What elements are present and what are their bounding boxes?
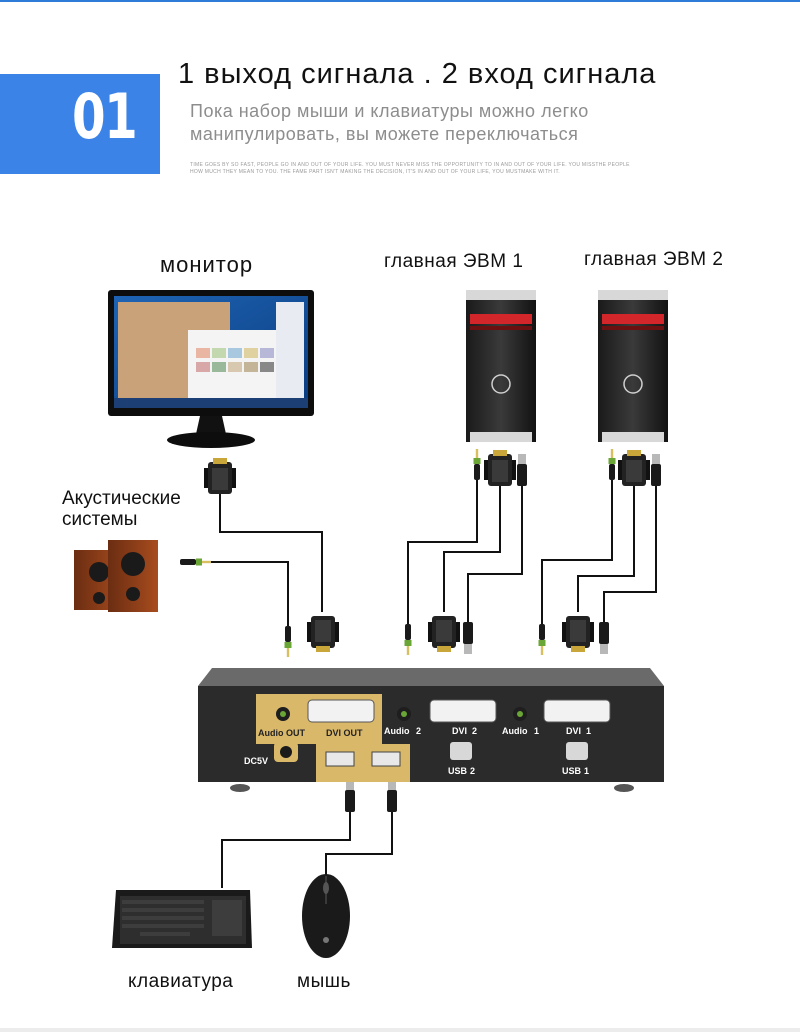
dvi-plug-icon: [618, 450, 650, 486]
usb-plug-icon: [651, 454, 661, 486]
host1-label: главная ЭВМ 1: [384, 251, 524, 272]
pc-tower-icon: [598, 290, 668, 442]
usb-plug-icon: [517, 454, 527, 486]
port-label-usb-1-num: 1: [584, 766, 589, 776]
port-label-power: DC5V: [244, 756, 268, 766]
keyboard-label: клавиатура: [128, 971, 234, 992]
bottom-rule: [0, 1028, 800, 1032]
subtitle-line-1: Пока набор мыши и клавиатуры можно легко: [190, 101, 589, 121]
audio-plug-icon: [404, 624, 412, 655]
fine-print: TIME GOES BY SO FAST, PEOPLE GO IN AND O…: [190, 162, 630, 175]
keyboard-icon: [112, 890, 252, 948]
usb-plug-icon: [599, 622, 609, 654]
host2-label: главная ЭВМ 2: [584, 249, 724, 270]
mouse-icon: [302, 874, 350, 958]
page-subtitle: Пока набор мыши и клавиатуры можно легко…: [190, 100, 710, 146]
usb-plug-icon: [463, 622, 473, 654]
kvm-switch: Audio OUT DVI OUT Audio 2 DVI 2 USB 2 Au…: [198, 668, 664, 792]
port-label-audio-1: Audio: [502, 726, 528, 736]
pc-tower-icon: [466, 290, 536, 442]
port-label-dvi-1: DVI: [566, 726, 581, 736]
audio-plug-icon: [180, 558, 211, 566]
port-label-dvi-1-num: 1: [586, 726, 591, 736]
dvi-plug-icon: [484, 450, 516, 486]
monitor-icon: [108, 290, 314, 448]
mouse-label: мышь: [297, 971, 351, 992]
audio-plug-icon: [473, 449, 481, 480]
port-label-audio-2-num: 2: [416, 726, 421, 736]
port-label-dvi-2-num: 2: [472, 726, 477, 736]
top-rule: [0, 0, 800, 2]
port-label-audio-out: Audio OUT: [258, 728, 305, 738]
usb-plug-icon: [345, 780, 355, 812]
page-title: 1 выход сигнала . 2 вход сигнала: [178, 58, 657, 90]
port-label-usb-2-num: 2: [470, 766, 475, 776]
dvi-plug-icon: [307, 616, 339, 652]
audio-plug-icon: [538, 624, 546, 655]
audio-plug-icon: [284, 626, 292, 657]
audio-plug-icon: [608, 449, 616, 480]
section-number: 01: [72, 80, 138, 153]
section-badge: [0, 74, 160, 174]
cables: [192, 470, 657, 888]
port-label-dvi-2: DVI: [452, 726, 467, 736]
port-label-usb-1: USB: [562, 766, 582, 776]
speakers-label: Акустические системы: [62, 488, 181, 530]
port-label-audio-1-num: 1: [534, 726, 539, 736]
subtitle-line-2: манипулировать, вы можете переключаться: [190, 124, 579, 144]
monitor-label: монитор: [160, 252, 254, 277]
dvi-plug-icon: [428, 616, 460, 652]
port-label-usb-2: USB: [448, 766, 468, 776]
port-label-audio-2: Audio: [384, 726, 410, 736]
usb-plug-icon: [387, 780, 397, 812]
speakers-icon: [74, 540, 158, 612]
port-label-dvi-out: DVI OUT: [326, 728, 363, 738]
dvi-plug-icon: [562, 616, 594, 652]
